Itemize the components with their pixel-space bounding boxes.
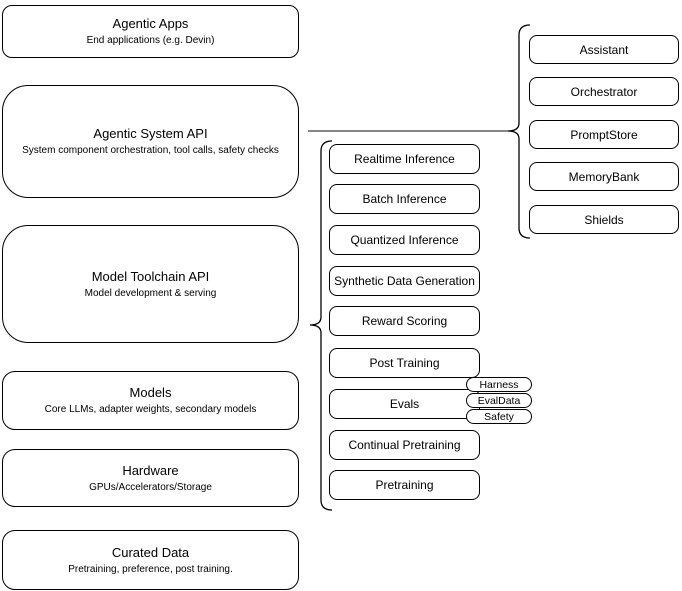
box-subtitle: End applications (e.g. Devin) [86, 35, 215, 46]
box-label: Batch Inference [362, 192, 447, 206]
box-label: Continual Pretraining [348, 438, 461, 452]
box-orchestrator: Orchestrator [529, 77, 679, 106]
box-models: Models Core LLMs, adapter weights, secon… [2, 371, 299, 430]
box-label: Quantized Inference [350, 233, 459, 247]
box-label: PromptStore [570, 127, 638, 142]
box-label: Shields [584, 212, 624, 227]
box-title: Models [129, 385, 172, 400]
box-subtitle: Pretraining, preference, post training. [68, 563, 233, 575]
box-realtime-inference: Realtime Inference [329, 144, 480, 174]
box-batch-inference: Batch Inference [329, 184, 480, 214]
box-label: Pretraining [375, 478, 434, 492]
box-assistant: Assistant [529, 35, 679, 64]
box-label: Reward Scoring [361, 314, 448, 328]
box-continual-pretraining: Continual Pretraining [329, 430, 480, 460]
tag-label: Safety [484, 410, 514, 423]
box-title: Curated Data [111, 544, 190, 560]
box-subtitle: Core LLMs, adapter weights, secondary mo… [44, 404, 257, 415]
tag-harness: Harness [466, 377, 532, 392]
box-reward-scoring: Reward Scoring [329, 306, 480, 336]
box-label: Realtime Inference [354, 152, 455, 166]
box-quantized-inference: Quantized Inference [329, 225, 480, 255]
box-label: Evals [389, 397, 420, 411]
box-shields: Shields [529, 205, 679, 234]
box-model-toolchain-api: Model Toolchain API Model development & … [2, 225, 299, 343]
box-subtitle: System component orchestration, tool cal… [22, 145, 279, 156]
box-evals: Evals [329, 389, 480, 419]
box-synthetic-data-generation: Synthetic Data Generation [329, 266, 480, 296]
box-curated-data: Curated Data Pretraining, preference, po… [2, 530, 299, 590]
box-title: Hardware [122, 462, 179, 478]
tag-label: Harness [479, 378, 519, 391]
box-label: Assistant [579, 42, 629, 57]
box-post-training: Post Training [329, 348, 480, 378]
box-promptstore: PromptStore [529, 120, 679, 149]
box-agentic-apps: Agentic Apps End applications (e.g. Devi… [2, 5, 299, 58]
box-label: Orchestrator [570, 84, 638, 99]
box-label: MemoryBank [568, 169, 640, 184]
box-title: Model Toolchain API [91, 268, 210, 284]
system-components-brace [507, 24, 531, 239]
tag-evaldata: EvalData [466, 393, 532, 408]
tag-label: EvalData [477, 394, 521, 407]
tag-safety: Safety [466, 409, 532, 424]
box-hardware: Hardware GPUs/Accelerators/Storage [2, 449, 299, 507]
box-memorybank: MemoryBank [529, 162, 679, 191]
box-pretraining: Pretraining [329, 470, 480, 500]
box-subtitle: GPUs/Accelerators/Storage [89, 481, 212, 493]
box-title: Agentic System API [93, 126, 208, 141]
box-title: Agentic Apps [112, 16, 189, 31]
box-subtitle: Model development & serving [84, 287, 217, 299]
box-agentic-system-api: Agentic System API System component orch… [2, 85, 299, 198]
box-label: Post Training [369, 356, 440, 370]
box-label: Synthetic Data Generation [334, 274, 475, 288]
